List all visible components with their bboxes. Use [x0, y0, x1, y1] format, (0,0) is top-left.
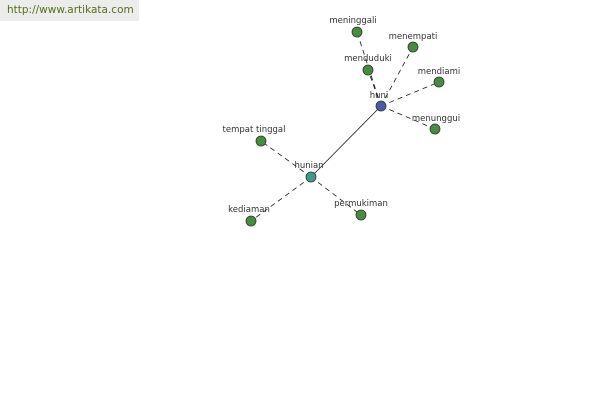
node-kediaman[interactable]: kediaman [228, 205, 270, 227]
node-label-permukiman[interactable]: permukiman [334, 199, 388, 209]
node-hunian[interactable]: hunian [294, 161, 324, 183]
node-label-menempati[interactable]: menempati [389, 32, 438, 42]
node-label-menunggui[interactable]: menunggui [412, 114, 460, 124]
node-label-huni[interactable]: huni [370, 91, 389, 101]
edge-hunian-kediaman [250, 176, 312, 222]
node-dot-meninggali[interactable] [351, 26, 363, 38]
node-label-menduduki[interactable]: menduduki [344, 54, 392, 64]
node-meninggali[interactable]: meninggali [329, 16, 377, 38]
node-label-meninggali[interactable]: meninggali [329, 16, 376, 26]
node-dot-hunian[interactable] [305, 171, 317, 183]
source-url-text[interactable]: http://www.artikata.com [7, 4, 134, 16]
edge-huni-mendiami [380, 81, 440, 107]
nodes-layer: huni hunian meninggali menempati menduduki me… [223, 16, 461, 227]
node-menunggui[interactable]: menunggui [412, 114, 460, 135]
node-tempat-tinggal[interactable]: tempat tinggal [223, 125, 286, 147]
node-huni[interactable]: huni [370, 91, 389, 112]
node-dot-permukiman[interactable] [355, 209, 367, 221]
edges-layer [250, 31, 440, 222]
node-dot-huni[interactable] [375, 100, 387, 112]
node-label-tempat-tinggal[interactable]: tempat tinggal [223, 125, 286, 135]
node-dot-kediaman[interactable] [245, 215, 257, 227]
node-mendiami[interactable]: mendiami [418, 67, 461, 88]
node-label-hunian[interactable]: hunian [294, 161, 323, 171]
node-label-kediaman[interactable]: kediaman [228, 205, 270, 215]
node-dot-mendiami[interactable] [433, 76, 445, 88]
node-permukiman[interactable]: permukiman [334, 199, 388, 221]
source-url-banner[interactable]: http://www.artikata.com [0, 0, 139, 21]
edge-huni-menunggui [380, 105, 436, 130]
edge-huni-hunian [310, 105, 382, 178]
edge-hunian-tempat-tinggal [260, 140, 312, 178]
edge-huni-menempati [380, 46, 414, 107]
node-menduduki[interactable]: menduduki [344, 54, 392, 76]
node-dot-tempat-tinggal[interactable] [255, 135, 267, 147]
edge-huni-menduduki [367, 69, 382, 107]
node-dot-menduduki[interactable] [362, 64, 374, 76]
node-dot-menunggui[interactable] [429, 123, 441, 135]
node-label-mendiami[interactable]: mendiami [418, 67, 461, 77]
edge-hunian-permukiman [310, 176, 362, 216]
node-dot-menempati[interactable] [407, 41, 419, 53]
node-menempati[interactable]: menempati [389, 32, 438, 53]
